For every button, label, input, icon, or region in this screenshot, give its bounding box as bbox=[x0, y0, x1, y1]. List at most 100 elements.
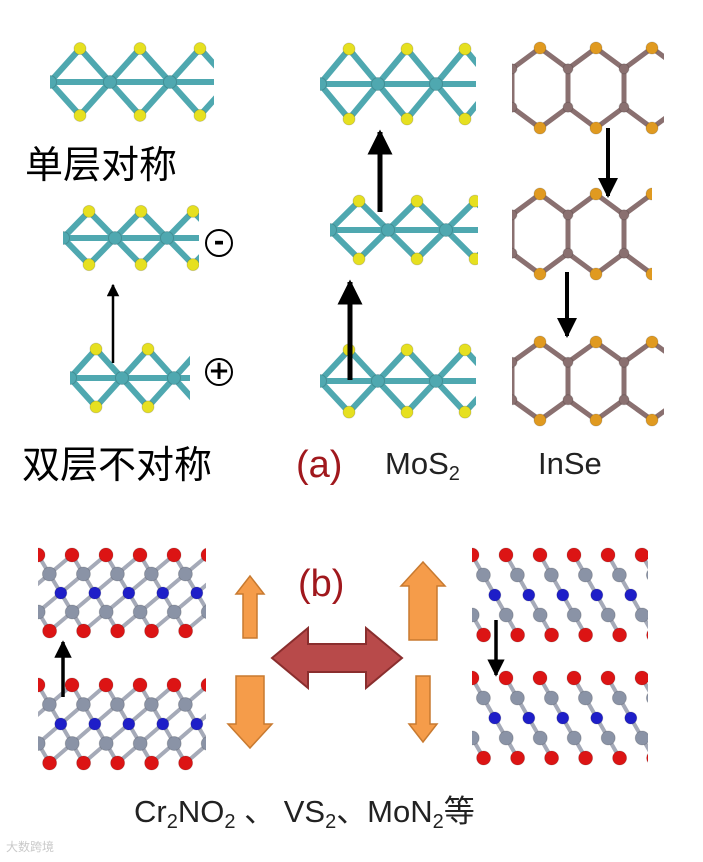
atom bbox=[478, 42, 490, 54]
atom bbox=[645, 569, 648, 581]
bond bbox=[4, 555, 15, 574]
bond bbox=[137, 45, 173, 85]
atom bbox=[562, 209, 574, 221]
bond bbox=[438, 678, 449, 698]
atom bbox=[532, 730, 548, 746]
atom bbox=[634, 730, 648, 746]
bond bbox=[208, 744, 219, 764]
atom bbox=[397, 548, 411, 562]
atom bbox=[442, 568, 456, 582]
atom bbox=[21, 587, 33, 599]
atom bbox=[193, 108, 207, 122]
atom bbox=[618, 356, 630, 368]
bond bbox=[462, 346, 476, 367]
bond bbox=[404, 678, 415, 698]
atom bbox=[600, 730, 616, 746]
atom bbox=[132, 736, 148, 751]
bond bbox=[680, 194, 703, 215]
atom bbox=[14, 109, 26, 121]
atom bbox=[675, 248, 685, 258]
bond bbox=[220, 744, 243, 764]
atom bbox=[532, 607, 548, 623]
atom bbox=[54, 586, 68, 600]
material-mos2-label: MoS2 bbox=[385, 446, 460, 485]
atom bbox=[387, 589, 399, 601]
atom bbox=[89, 400, 103, 414]
bond bbox=[262, 49, 291, 84]
atom bbox=[675, 395, 685, 405]
bond bbox=[404, 46, 439, 87]
atom bbox=[578, 750, 594, 766]
bond bbox=[208, 612, 219, 631]
bond bbox=[375, 346, 410, 384]
bond bbox=[433, 378, 468, 416]
bond bbox=[233, 49, 262, 84]
atom bbox=[177, 697, 193, 712]
bond bbox=[438, 555, 449, 575]
atom bbox=[9, 624, 23, 638]
cr-slab-right-top bbox=[387, 547, 694, 643]
atom bbox=[680, 691, 694, 705]
cr-slab-right-bottom bbox=[404, 670, 703, 766]
atom bbox=[42, 623, 58, 639]
atom bbox=[31, 259, 43, 271]
atom bbox=[109, 697, 125, 712]
atom bbox=[468, 252, 478, 266]
bond bbox=[137, 79, 173, 119]
atom bbox=[108, 231, 122, 245]
atom bbox=[544, 750, 560, 766]
bond bbox=[0, 555, 4, 574]
bond bbox=[462, 395, 476, 416]
bond bbox=[220, 612, 243, 631]
atom bbox=[64, 736, 80, 751]
bond bbox=[320, 79, 323, 87]
bond bbox=[512, 397, 515, 403]
bond bbox=[197, 95, 214, 119]
bond bbox=[649, 270, 652, 277]
bond bbox=[107, 45, 143, 85]
bond bbox=[38, 739, 41, 746]
atom bbox=[431, 671, 445, 685]
atom bbox=[618, 209, 630, 221]
bond bbox=[676, 678, 687, 698]
bond bbox=[0, 211, 11, 238]
bond bbox=[77, 79, 113, 119]
atom bbox=[589, 413, 603, 427]
atom bbox=[295, 195, 307, 207]
bond bbox=[653, 698, 664, 718]
bond bbox=[462, 46, 476, 67]
atom bbox=[166, 547, 182, 563]
bond bbox=[230, 82, 260, 115]
bond bbox=[472, 198, 478, 209]
bond bbox=[320, 81, 323, 89]
atom bbox=[612, 627, 628, 643]
atom bbox=[285, 406, 297, 418]
bond bbox=[107, 79, 143, 119]
atom bbox=[478, 188, 490, 200]
bond bbox=[433, 346, 468, 384]
bond bbox=[233, 84, 262, 119]
atom bbox=[156, 586, 170, 600]
bond bbox=[219, 574, 230, 593]
bond bbox=[0, 612, 4, 631]
atom bbox=[680, 568, 694, 582]
atom bbox=[109, 566, 125, 582]
atom bbox=[498, 547, 514, 563]
bond bbox=[699, 718, 703, 738]
atom bbox=[478, 414, 490, 426]
bond bbox=[449, 698, 460, 718]
atom bbox=[533, 267, 547, 281]
bond bbox=[346, 346, 381, 384]
atom bbox=[562, 394, 574, 406]
atom bbox=[476, 627, 492, 643]
atom bbox=[443, 628, 457, 642]
atom bbox=[194, 343, 206, 355]
atom bbox=[381, 223, 395, 237]
atom bbox=[577, 690, 593, 706]
bond bbox=[63, 233, 66, 241]
atom bbox=[498, 607, 514, 623]
bond bbox=[15, 574, 26, 593]
atom bbox=[612, 750, 628, 766]
bond bbox=[63, 235, 66, 243]
atom bbox=[141, 342, 155, 356]
